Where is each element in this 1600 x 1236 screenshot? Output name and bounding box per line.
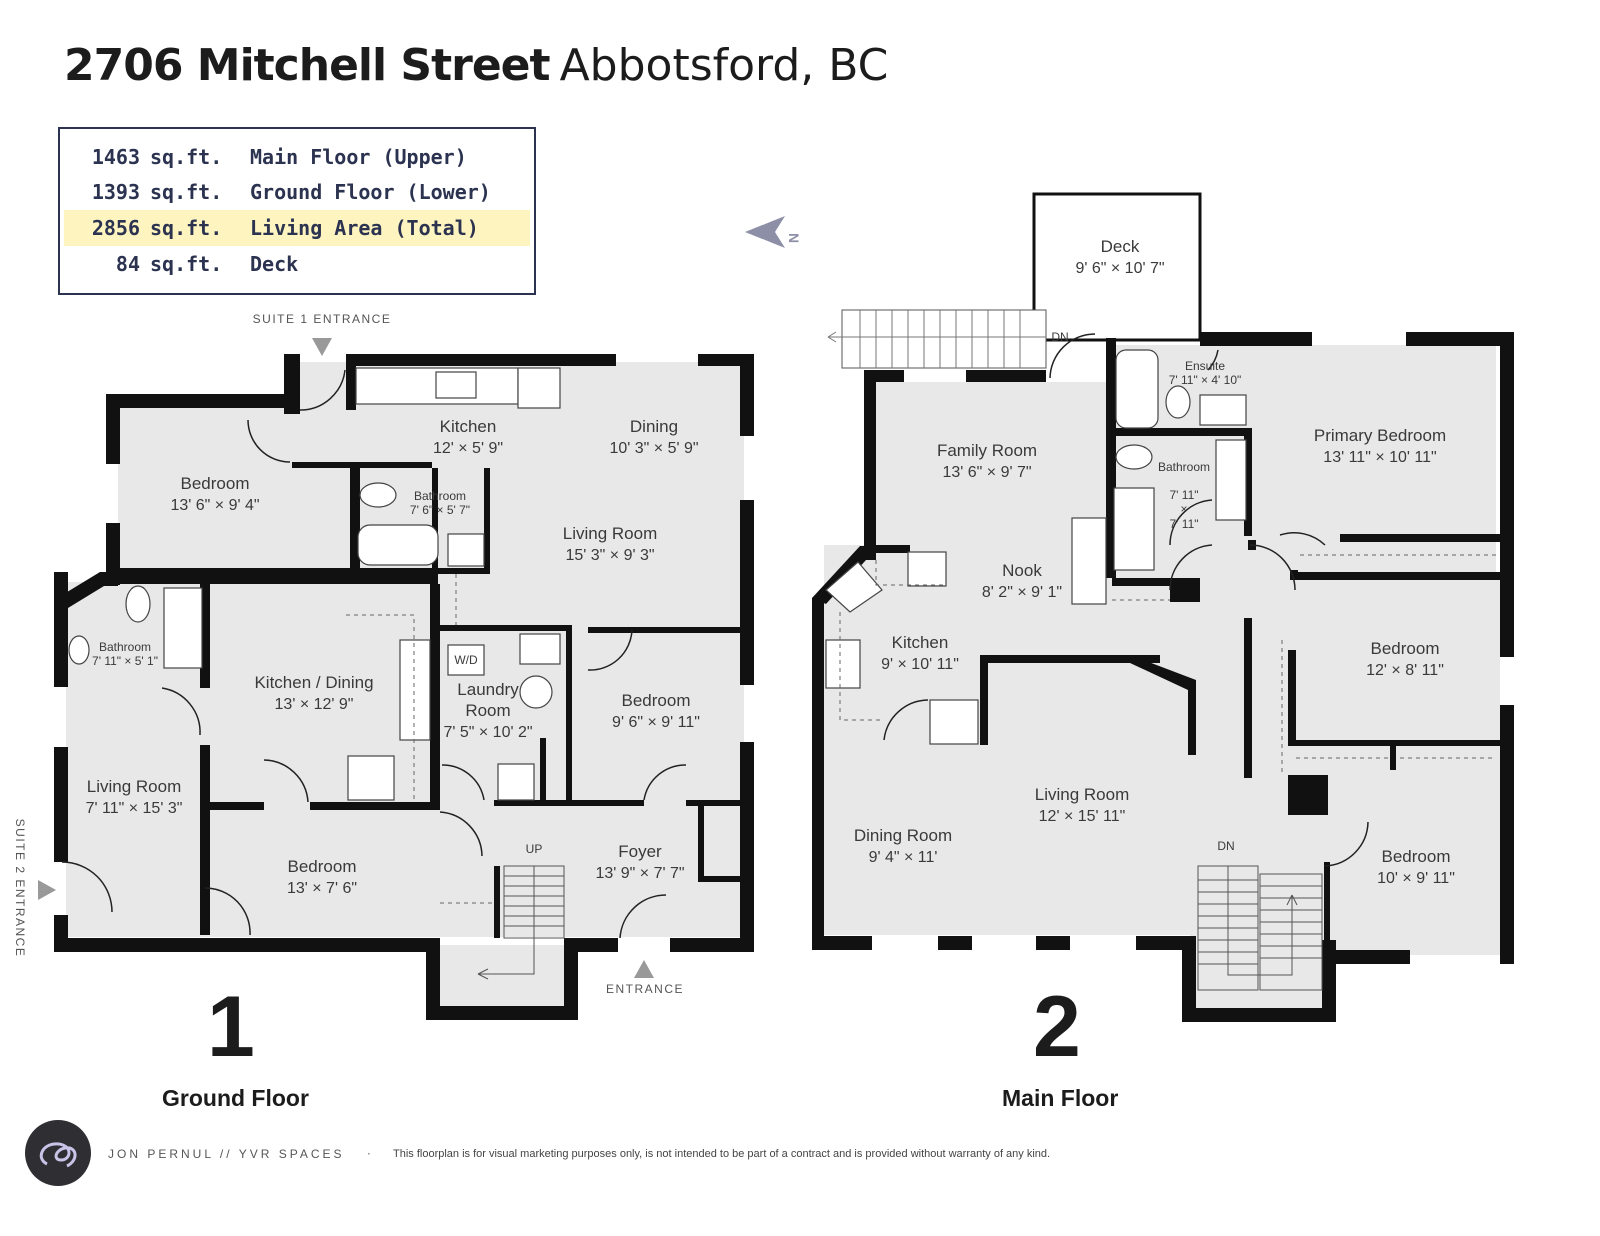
room-dims: 12' × 15' 11" xyxy=(1039,808,1126,825)
summary-unit: sq.ft. xyxy=(150,180,223,204)
room-dims: 7' 5" × 10' 2" xyxy=(443,724,532,741)
room-dims: 12' × 5' 9" xyxy=(433,440,503,457)
room-dims: 13' 9" × 7' 7" xyxy=(595,865,684,882)
summary-value: 84 xyxy=(115,252,140,276)
room-name: Bathroom xyxy=(1158,460,1210,474)
room-dims: 7' 11" × 4' 10" xyxy=(1169,373,1242,387)
room-dims: 7' 6" × 5' 7" xyxy=(410,503,470,517)
summary-unit: sq.ft. xyxy=(150,216,223,240)
main-floor-plan: DN DN Deck 9' 6" × 10' 7" Ensuite 7' 11"… xyxy=(812,192,1514,1022)
room-dims-line1: 7' 11" xyxy=(1169,488,1198,502)
credit-text: JON PERNUL // YVR SPACES xyxy=(108,1147,345,1161)
footer-separator: · xyxy=(367,1147,371,1161)
room-dims: 9' 6" × 10' 7" xyxy=(1075,260,1164,277)
room-dims: 13' 6" × 9' 4" xyxy=(170,497,259,514)
summary-label: Ground Floor (Lower) xyxy=(250,180,491,204)
summary-value: 1463 xyxy=(91,145,140,169)
street-address: 2706 Mitchell Street xyxy=(64,40,551,91)
summary-row-total: 2856 sq.ft. Living Area (Total) xyxy=(64,210,530,246)
suite2-entrance-label: SUITE 2 ENTRANCE xyxy=(13,819,27,958)
room-dims: 13' 6" × 9' 7" xyxy=(942,464,1031,481)
room-dims: 8' 2" × 9' 1" xyxy=(982,584,1062,601)
room-dims: 7' 11" × 5' 1" xyxy=(92,654,158,668)
room-dims: 13' × 7' 6" xyxy=(287,880,357,897)
room-name: Kitchen xyxy=(892,633,949,652)
room-dims-line3: 7' 11" xyxy=(1169,517,1198,531)
deck-stairs-down-label: DN xyxy=(1051,330,1068,344)
room-name: Bathroom xyxy=(414,489,466,503)
ground-floor-number: 1 xyxy=(207,979,255,1075)
summary-value: 2856 xyxy=(91,216,140,240)
summary-value: 1393 xyxy=(91,180,140,204)
interior-stairs-down-label: DN xyxy=(1217,839,1234,853)
room-dims: 13' × 12' 9" xyxy=(275,696,354,713)
room-dims: 9' × 10' 11" xyxy=(881,656,959,673)
room-name: Family Room xyxy=(937,441,1037,460)
room-name: Dining Room xyxy=(854,826,952,845)
main-floor-title: Main Floor xyxy=(1002,1085,1119,1111)
room-dims: 12' × 8' 11" xyxy=(1366,662,1444,679)
room-name: Kitchen / Dining xyxy=(254,673,373,692)
stairs-up-label: UP xyxy=(526,842,543,856)
room-dims: 15' 3" × 9' 3" xyxy=(565,547,654,564)
summary-unit: sq.ft. xyxy=(150,252,223,276)
room-name: Bathroom xyxy=(99,640,151,654)
summary-row-deck: 84 sq.ft. Deck xyxy=(64,246,298,282)
room-name: Living Room xyxy=(563,524,658,543)
room-name: Living Room xyxy=(87,777,182,796)
room-dims: 7' 11" × 15' 3" xyxy=(86,800,183,817)
compass-icon: N xyxy=(745,216,802,248)
room-name: Bedroom xyxy=(1371,639,1440,658)
room-name: Primary Bedroom xyxy=(1314,426,1446,445)
room-name: Bedroom xyxy=(1382,847,1451,866)
brand-logo-icon xyxy=(25,1120,91,1186)
room-name: Bedroom xyxy=(181,474,250,493)
room-dims: 9' 6" × 9' 11" xyxy=(612,714,700,731)
summary-label: Deck xyxy=(250,252,299,276)
summary-unit: sq.ft. xyxy=(150,145,223,169)
room-dims: 10' 3" × 5' 9" xyxy=(609,440,698,457)
city-name: Abbotsford, BC xyxy=(559,40,889,91)
disclaimer-text: This floorplan is for visual marketing p… xyxy=(393,1148,1051,1160)
room-dims: 9' 4" × 11' xyxy=(869,849,938,866)
room-dims: 10' × 9' 11" xyxy=(1377,870,1455,887)
summary-label: Main Floor (Upper) xyxy=(250,145,467,169)
room-name: Living Room xyxy=(1035,785,1130,804)
room-name: Dining xyxy=(630,417,678,436)
room-name: Bedroom xyxy=(622,691,691,710)
room-name: Laundry xyxy=(457,680,519,699)
ground-floor-title: Ground Floor xyxy=(162,1085,309,1111)
summary-row-ground: 1393 sq.ft. Ground Floor (Lower) xyxy=(64,174,491,210)
main-floor-number: 2 xyxy=(1033,979,1081,1075)
ground-floor-plan: SUITE 1 ENTRANCE ENTRANCE SUITE 2 ENTRAN… xyxy=(13,312,754,1020)
room-name: Foyer xyxy=(618,842,662,861)
room-dims: 13' 11" × 10' 11" xyxy=(1323,449,1436,466)
summary-row-main: 1463 sq.ft. Main Floor (Upper) xyxy=(64,139,467,175)
room-name: Deck xyxy=(1101,237,1140,256)
room-name: Kitchen xyxy=(440,417,497,436)
room-dims-line2: × xyxy=(1180,502,1187,516)
main-entrance-label: ENTRANCE xyxy=(606,982,684,996)
room-name: Nook xyxy=(1002,561,1042,580)
area-summary: 1463 sq.ft. Main Floor (Upper) 1393 sq.ft. G… xyxy=(58,127,536,295)
svg-text:N: N xyxy=(786,233,802,243)
summary-label: Living Area (Total) xyxy=(250,216,479,240)
laundry-appliance-label: W/D xyxy=(454,653,478,667)
suite1-entrance-label: SUITE 1 ENTRANCE xyxy=(253,312,392,326)
room-name: Ensuite xyxy=(1185,359,1225,373)
room-name: Bedroom xyxy=(288,857,357,876)
room-name-line2: Room xyxy=(465,701,510,720)
